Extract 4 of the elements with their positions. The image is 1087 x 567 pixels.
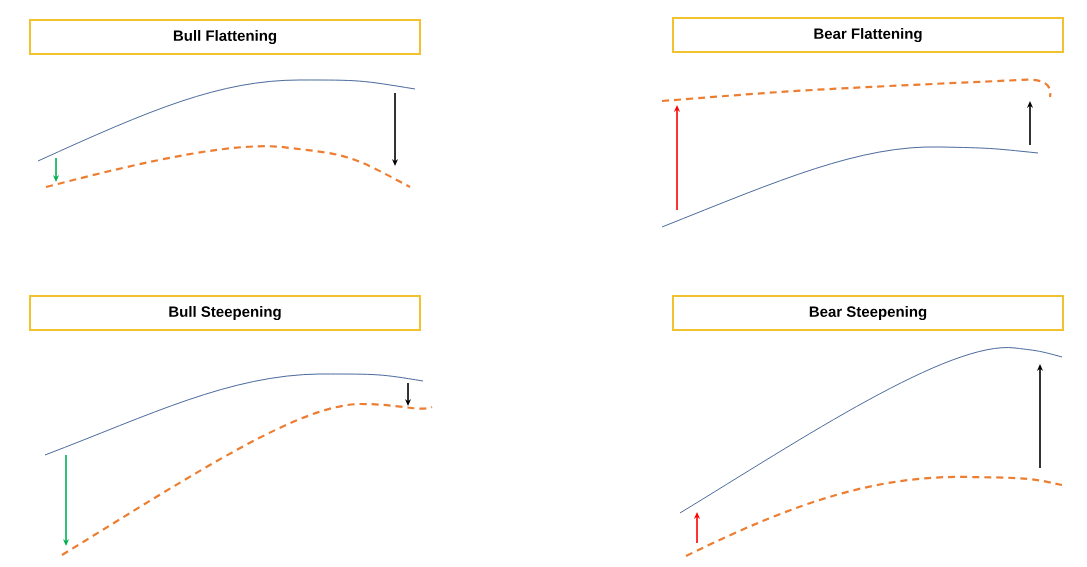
title-box: Bull Steepening	[29, 295, 421, 331]
title-box: Bear Steepening	[672, 295, 1064, 331]
title-box: Bear Flattening	[672, 17, 1064, 53]
title-box: Bull Flattening	[29, 19, 421, 55]
